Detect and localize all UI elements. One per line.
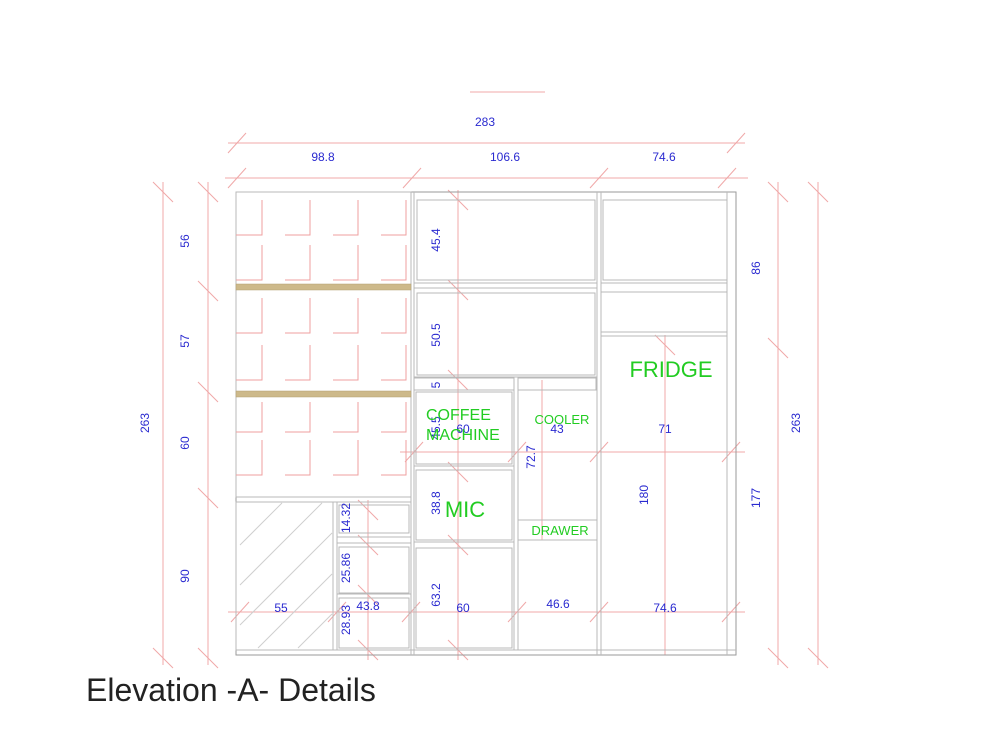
dimension-lines: [152, 91, 829, 669]
dim-right-bottom-width: 74.6: [653, 601, 677, 615]
label-cooler: COOLER: [535, 412, 590, 427]
dim-fridge-width: 71: [658, 422, 672, 436]
dim-left-60: 60: [178, 436, 192, 450]
dim-cooler-width: 43: [550, 422, 564, 436]
dim-mic-height: 38.8: [429, 491, 443, 515]
dim-width-right: 74.6: [652, 150, 676, 164]
cabinet-elevation: [235, 191, 737, 656]
dim-lower-width: 60: [456, 601, 470, 615]
dim-mid-5: 5: [429, 381, 443, 388]
dim-height-right-total: 263: [789, 413, 803, 433]
dim-fridge-height: 180: [637, 485, 651, 505]
dim-mid-45-5: 45.5: [429, 416, 443, 440]
dim-drawer-width: 46.6: [546, 597, 570, 611]
hatched-panel: [239, 502, 333, 649]
label-fridge: FRIDGE: [629, 357, 712, 382]
dim-drawer-stack-width: 43.8: [356, 599, 380, 613]
dim-drawer-28-93: 28.93: [339, 605, 353, 635]
dim-right-177: 177: [749, 488, 763, 508]
dim-height-left-total: 263: [138, 413, 152, 433]
dim-mid-50-5: 50.5: [429, 323, 443, 347]
shelf-lower: [235, 390, 412, 398]
dim-mid-45-4: 45.4: [429, 228, 443, 252]
dimension-labels: 283 98.8 106.6 74.6 263 56 57 60 90 45.4…: [138, 115, 803, 635]
dim-width-left: 98.8: [311, 150, 335, 164]
shelf-upper: [235, 283, 412, 291]
dim-drawer-14-32: 14.32: [339, 503, 353, 533]
dim-overall-width: 283: [475, 115, 495, 129]
dim-coffee-width: 60: [456, 422, 470, 436]
label-coffee-line1: COFFEE: [426, 407, 491, 424]
dim-drawer-25-86: 25.86: [339, 553, 353, 583]
appliance-labels: FRIDGE COFFEE MACHINE COOLER MIC DRAWER: [426, 357, 713, 538]
dim-left-57: 57: [178, 334, 192, 348]
label-coffee-line2: MACHINE: [426, 427, 500, 444]
label-mic: MIC: [445, 497, 485, 522]
dim-hatched-width: 55: [274, 601, 288, 615]
dim-right-86: 86: [749, 261, 763, 275]
dim-cooler-height: 72.7: [524, 445, 538, 469]
label-drawer: DRAWER: [531, 523, 588, 538]
dim-left-56: 56: [178, 234, 192, 248]
dim-left-90: 90: [178, 569, 192, 583]
dim-lower-height: 63.2: [429, 583, 443, 607]
wine-rack: [236, 200, 407, 476]
dim-width-middle: 106.6: [490, 150, 520, 164]
drawing-caption: Elevation -A- Details: [86, 672, 376, 708]
